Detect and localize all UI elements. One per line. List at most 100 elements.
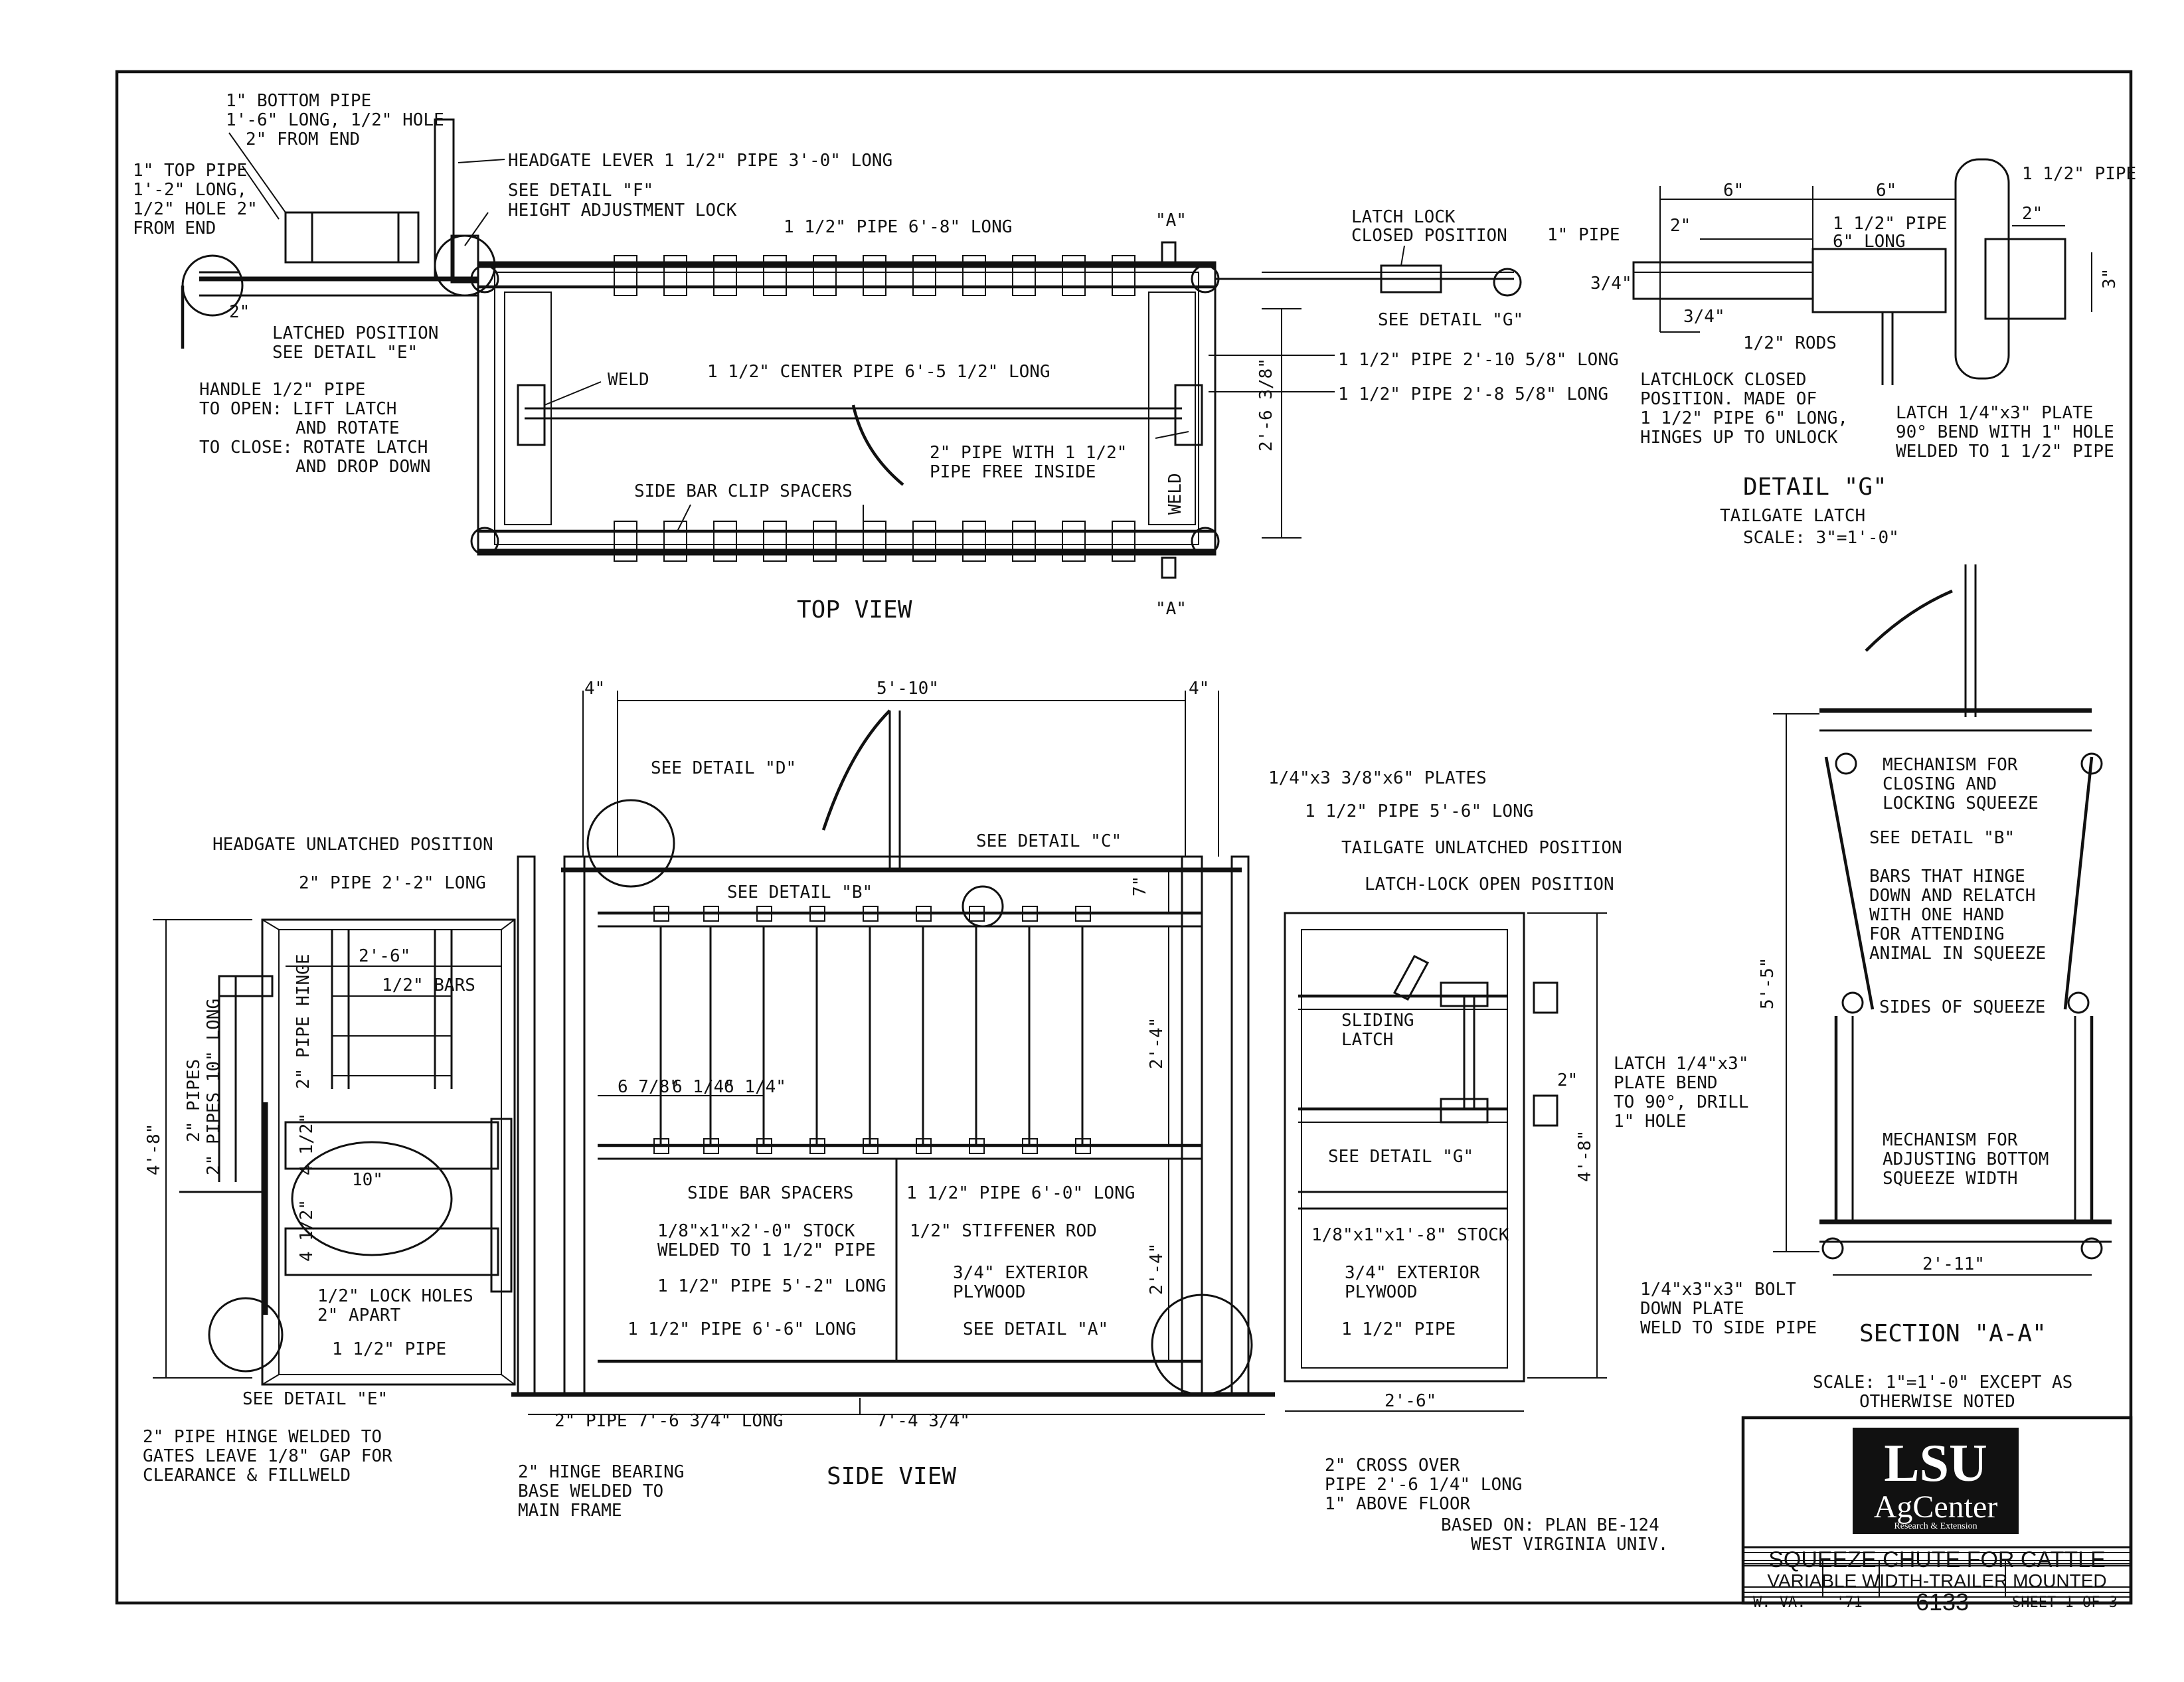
title-block: LSU AgCenter Research & Extension <box>1741 1416 2133 1605</box>
detail-g-three-quarter-b: 3/4" <box>1683 307 1725 327</box>
latch-plate-label-3: WELDED TO 1 1/2" PIPE <box>1896 442 2114 462</box>
detail-g-two-a: 2" <box>1670 216 1691 236</box>
section-see-detail-b: SEE DETAIL "B" <box>1869 828 2015 848</box>
based-on-1: BASED ON: PLAN BE-124 <box>1441 1515 1659 1535</box>
top-view-title: TOP VIEW <box>797 596 912 624</box>
section-dim-5-5: 5'-5" <box>1758 958 1778 1009</box>
latch-lock-label-2: CLOSED POSITION <box>1351 226 1507 246</box>
see-detail-b: SEE DETAIL "B" <box>727 883 873 902</box>
stiffener-label: 1/2" STIFFENER ROD <box>910 1221 1097 1241</box>
pipe-5-2-label: 1 1/2" PIPE 5'-2" LONG <box>657 1276 886 1296</box>
bars-label-4: FOR ATTENDING <box>1869 924 2005 944</box>
plan-number: 6133 <box>1916 1588 1969 1616</box>
latchlock-label-1: LATCHLOCK CLOSED <box>1640 370 1806 390</box>
handle-label-1: HANDLE 1/2" PIPE <box>199 380 365 400</box>
top-see-detail-g: SEE DETAIL "G" <box>1378 310 1523 330</box>
latch-plate-label-1: LATCH 1/4"x3" PLATE <box>1896 403 2093 423</box>
pipe-2-2-label: 2" PIPE 2'-2" LONG <box>299 873 486 893</box>
latch-plate-side-3: TO 90°, DRILL <box>1614 1092 1749 1112</box>
side-dim-2in: 2" <box>1557 1070 1578 1090</box>
mech-label-1: MECHANISM FOR <box>1883 755 2018 775</box>
section-a-bottom-marker: "A" <box>1155 599 1187 619</box>
detail-f-label-1: SEE DETAIL "F" <box>508 181 653 201</box>
top-dim-2-6: 2'-6 3/8" <box>1256 358 1276 452</box>
latch-plate-side-2: PLATE BEND <box>1614 1073 1718 1093</box>
latch-lock-open-label: LATCH-LOCK OPEN POSITION <box>1365 875 1614 894</box>
detail-g-pipe-6-long-1: 1 1/2" PIPE <box>1833 214 1947 234</box>
headgate-unlatched-label: HEADGATE UNLATCHED POSITION <box>212 835 493 855</box>
tailgate-dim-2-6: 2'-6" <box>1385 1391 1436 1411</box>
spacing-3: 6 1/4" <box>724 1077 786 1097</box>
lsu-logo <box>1853 1428 2019 1534</box>
side-dim-7-4: 7'-4 3/4" <box>877 1411 970 1431</box>
detail-f-label-2: HEIGHT ADJUSTMENT LOCK <box>508 201 737 220</box>
headgate-pipe-1-half: 1 1/2" PIPE <box>332 1339 446 1359</box>
side-dim-7: 7" <box>1130 876 1150 896</box>
see-detail-d: SEE DETAIL "D" <box>651 758 796 778</box>
handle-label-3: AND ROTATE <box>295 418 400 438</box>
bars-label-5: ANIMAL IN SQUEEZE <box>1869 944 2046 964</box>
top-bottom-pipe-label-2: 1'-6" LONG, 1/2" HOLE <box>226 110 444 130</box>
detail-g-title: DETAIL "G" <box>1743 473 1887 501</box>
cross-over-label-1: 2" CROSS OVER <box>1325 1456 1460 1475</box>
handle-label-5: AND DROP DOWN <box>295 457 431 477</box>
pipes-2-label: 2" PIPES <box>184 1059 204 1142</box>
latched-position-label-2: SEE DETAIL "E" <box>272 343 418 363</box>
tailgate-pipe-1-half: 1 1/2" PIPE <box>1341 1319 1456 1339</box>
dim-10: 10" <box>352 1170 383 1190</box>
bolt-label-2: DOWN PLATE <box>1640 1299 1744 1319</box>
side-dim-2-4b: 2'-4" <box>1147 1243 1167 1295</box>
latch-plate-side-4: 1" HOLE <box>1614 1112 1687 1132</box>
section-aa-drawing <box>1773 564 2112 1276</box>
stock-label-3: 1/8"x1"x1'-8" STOCK <box>1311 1225 1509 1245</box>
lock-holes-label-2: 2" APART <box>317 1305 401 1325</box>
top-bottom-pipe-label-3: 2" FROM END <box>246 129 360 149</box>
detail-g-one-pipe: 1" PIPE <box>1547 225 1620 245</box>
dim-4-half-b: 4 1/2" <box>297 1199 317 1262</box>
stock-label-1: 1/8"x1"x2'-0" STOCK <box>657 1221 855 1241</box>
hinge-label-1: 2" PIPE HINGE WELDED TO <box>143 1427 382 1447</box>
scale-note-2: OTHERWISE NOTED <box>1859 1392 2015 1412</box>
side-dim-5-10: 5'-10" <box>877 679 939 699</box>
title-year: '71 <box>1836 1594 1863 1611</box>
detail-g-three-quarter-a: 3/4" <box>1590 274 1632 294</box>
scale-note-1: SCALE: 1"=1'-0" EXCEPT AS <box>1813 1373 2072 1392</box>
top-top-pipe-label-1: 1" TOP PIPE <box>133 161 247 181</box>
headgate-dim-4-8: 4'-8" <box>144 1124 164 1175</box>
side-view-drawing <box>153 691 1607 1415</box>
bars-label-2: DOWN AND RELATCH <box>1869 886 2035 906</box>
see-detail-e: SEE DETAIL "E" <box>242 1389 388 1409</box>
section-a-top-marker: "A" <box>1155 210 1187 230</box>
side-clip-label: SIDE BAR CLIP SPACERS <box>634 481 853 501</box>
plates-label: 1/4"x3 3/8"x6" PLATES <box>1268 768 1487 788</box>
spacing-1: 6 7/8" <box>618 1077 680 1097</box>
side-see-detail-g: SEE DETAIL "G" <box>1328 1147 1473 1167</box>
top-top-pipe-label-2: 1'-2" LONG, <box>133 180 247 200</box>
sliding-latch-label-2: LATCH <box>1341 1030 1393 1050</box>
pipes-10-long-label: 2" PIPES 10" LONG <box>204 999 224 1175</box>
dim-4-half-a: 4 1/2" <box>297 1113 317 1175</box>
pipe-free-label-2: PIPE FREE INSIDE <box>930 462 1096 482</box>
latchlock-label-2: POSITION. MADE OF <box>1640 389 1817 409</box>
title-line-1: SQUEEZE CHUTE FOR CATTLE <box>1768 1547 2106 1572</box>
detail-g-three: 3" <box>2100 268 2120 289</box>
section-aa-title: SECTION "A-A" <box>1859 1320 2047 1347</box>
section-dim-2-11: 2'-11" <box>1922 1254 1985 1274</box>
detail-g-six-b: 6" <box>1876 181 1896 201</box>
sliding-latch-label-1: SLIDING <box>1341 1011 1414 1031</box>
see-detail-c: SEE DETAIL "C" <box>976 831 1122 851</box>
detail-g-six-a: 6" <box>1723 181 1744 201</box>
lock-holes-label-1: 1/2" LOCK HOLES <box>317 1286 473 1306</box>
cross-over-label-3: 1" ABOVE FLOOR <box>1325 1494 1470 1514</box>
bars-label-1: BARS THAT HINGE <box>1869 867 2025 886</box>
top-two-inch: 2" <box>229 302 250 322</box>
latch-lock-label-1: LATCH LOCK <box>1351 207 1456 227</box>
adj-label-1: MECHANISM FOR <box>1883 1130 2018 1150</box>
detail-g-rods: 1/2" RODS <box>1743 333 1837 353</box>
plywood-label-1: 3/4" EXTERIOR <box>953 1263 1088 1283</box>
adj-label-2: ADJUSTING BOTTOM <box>1883 1149 2049 1169</box>
latchlock-label-4: HINGES UP TO UNLOCK <box>1640 428 1838 448</box>
logo-agcenter: AgCenter <box>1874 1489 1998 1525</box>
logo-lsu: LSU <box>1884 1434 1987 1493</box>
latched-position-label-1: LATCHED POSITION <box>272 323 438 343</box>
